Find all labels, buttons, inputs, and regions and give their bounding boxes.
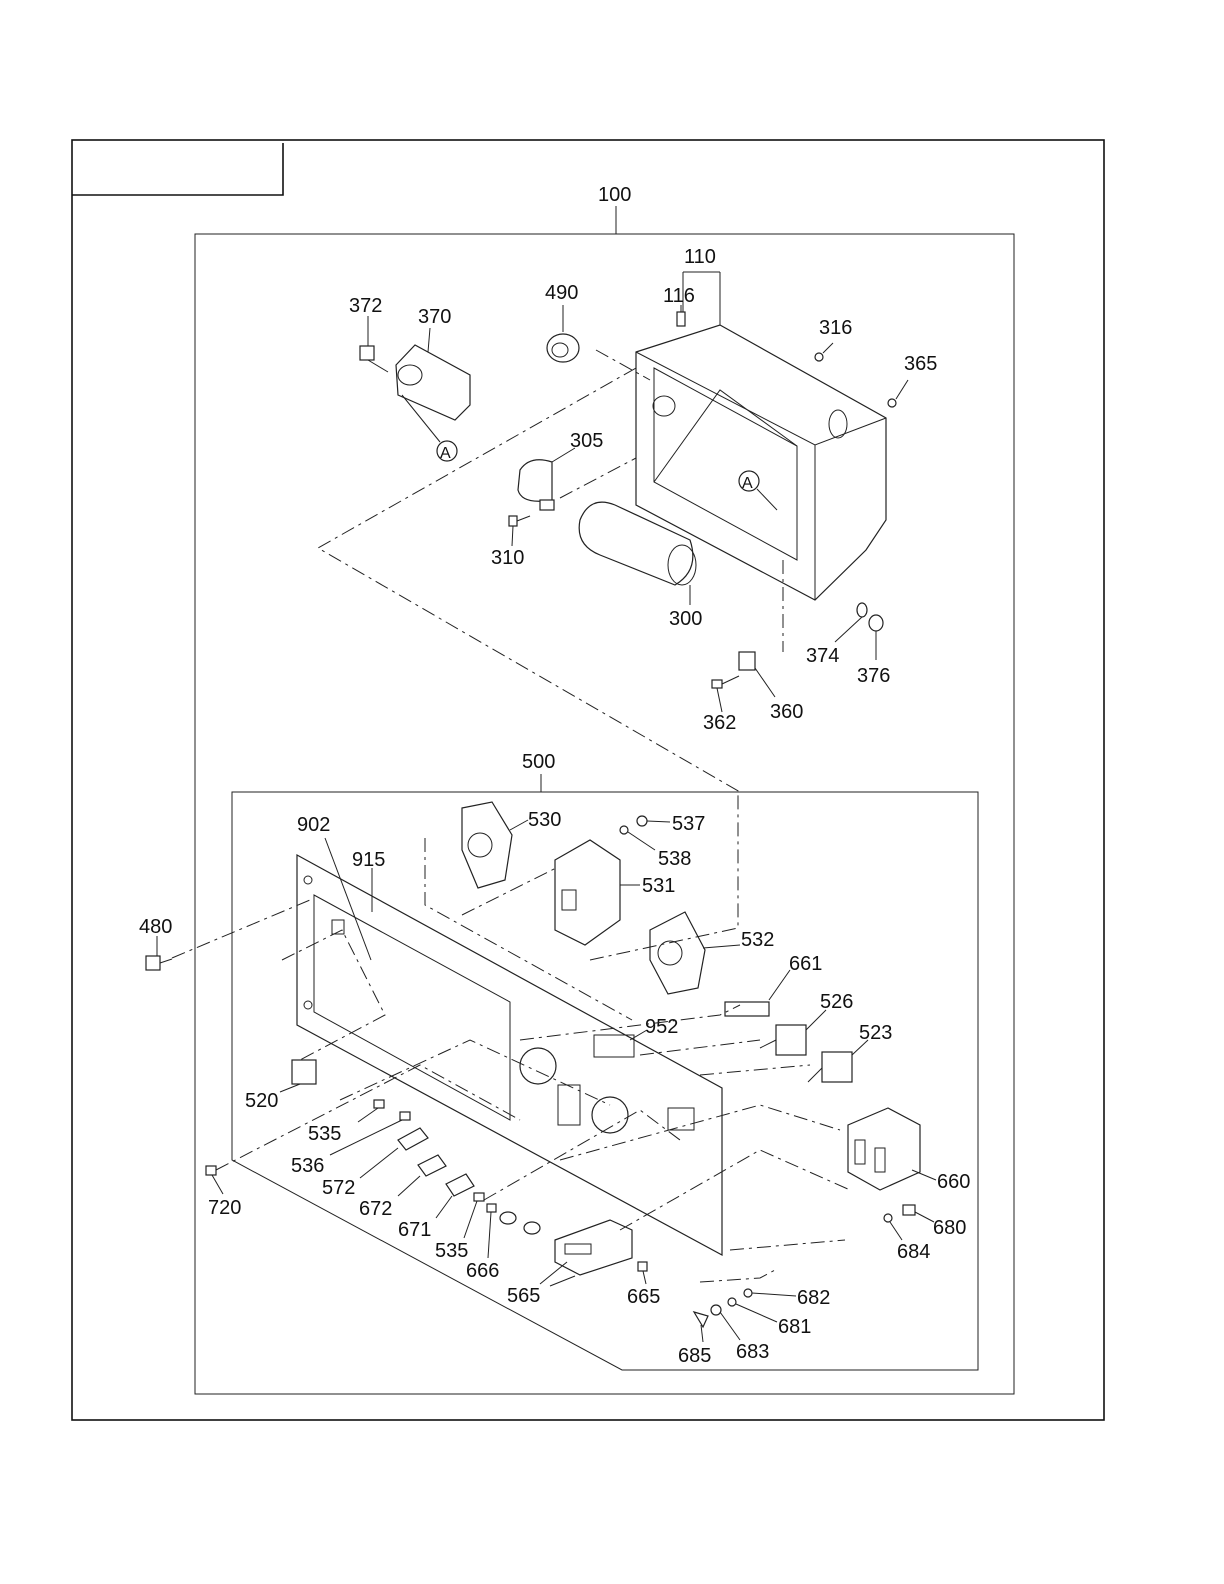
label-665: 665 (627, 1286, 660, 1308)
label-538: 538 (658, 848, 691, 870)
part-490 (546, 333, 580, 363)
marker-a-box (738, 470, 760, 492)
part-660 (847, 1107, 921, 1191)
label-572: 572 (322, 1177, 355, 1199)
part-683 (710, 1304, 722, 1316)
label-685: 685 (678, 1345, 711, 1367)
part-310 (508, 515, 531, 527)
label-374: 374 (806, 645, 839, 667)
part-665 (637, 1261, 648, 1272)
control-box (635, 324, 887, 601)
label-661: 661 (789, 953, 822, 975)
label-100: 100 (598, 184, 631, 206)
assembly-leader-lower (171, 792, 851, 1283)
label-666: 666 (466, 1260, 499, 1282)
part-684 (883, 1213, 893, 1223)
part-532 (649, 911, 706, 995)
assembly-leader-upper (316, 349, 784, 793)
part-316 (814, 352, 824, 362)
part-376 (868, 614, 884, 632)
label-532: 532 (741, 929, 774, 951)
part-720 (205, 1165, 217, 1176)
part-372 (359, 345, 389, 373)
label-300: 300 (669, 608, 702, 630)
part-370 (395, 344, 471, 421)
part-360 (738, 651, 756, 671)
part-480 (145, 955, 173, 971)
label-362: 362 (703, 712, 736, 734)
part-535-b (473, 1192, 485, 1202)
part-362 (711, 679, 723, 689)
part-374 (856, 602, 868, 618)
label-523: 523 (859, 1022, 892, 1044)
part-536 (399, 1111, 411, 1121)
label-526: 526 (820, 991, 853, 1013)
part-671 (445, 1173, 475, 1197)
label-671: 671 (398, 1219, 431, 1241)
label-535-a: 535 (308, 1123, 341, 1145)
label-683: 683 (736, 1341, 769, 1363)
part-565 (554, 1219, 633, 1276)
label-680: 680 (933, 1217, 966, 1239)
label-660: 660 (937, 1171, 970, 1193)
part-661 (724, 1001, 770, 1017)
label-520: 520 (245, 1090, 278, 1112)
label-536: 536 (291, 1155, 324, 1177)
part-685 (692, 1311, 709, 1329)
label-684: 684 (897, 1241, 930, 1263)
label-681: 681 (778, 1316, 811, 1338)
label-915: 915 (352, 849, 385, 871)
part-116 (676, 305, 686, 327)
label-500: 500 (522, 751, 555, 773)
part-680 (902, 1204, 916, 1216)
part-530 (461, 801, 513, 889)
label-535-b: 535 (435, 1240, 468, 1262)
label-530: 530 (528, 809, 561, 831)
label-531: 531 (642, 875, 675, 897)
assembly-500-frame (231, 791, 979, 1371)
part-535-a (373, 1099, 385, 1109)
label-952: 952 (645, 1016, 678, 1038)
marker-a-top (436, 440, 458, 462)
label-537: 537 (672, 813, 705, 835)
label-565: 565 (507, 1285, 540, 1307)
part-300 (578, 501, 697, 586)
label-720: 720 (208, 1197, 241, 1219)
label-490: 490 (545, 282, 578, 304)
label-116: 116 (663, 285, 695, 307)
part-537 (636, 815, 648, 827)
control-panel-plate (296, 853, 723, 1257)
part-682 (743, 1288, 753, 1298)
part-681 (727, 1297, 737, 1307)
label-360: 360 (770, 701, 803, 723)
part-538 (619, 825, 629, 835)
marker-a-top-label: A (440, 445, 451, 462)
label-376: 376 (857, 665, 890, 687)
label-682: 682 (797, 1287, 830, 1309)
part-365 (887, 398, 897, 408)
label-370: 370 (418, 306, 451, 328)
part-523 (807, 1051, 853, 1083)
label-305: 305 (570, 430, 603, 452)
part-520 (291, 1059, 317, 1085)
label-902: 902 (297, 814, 330, 836)
part-305 (517, 459, 555, 511)
outer-frame (71, 139, 1105, 1421)
part-666 (486, 1203, 497, 1213)
label-672: 672 (359, 1198, 392, 1220)
label-310: 310 (491, 547, 524, 569)
part-531 (554, 839, 621, 946)
label-480: 480 (139, 916, 172, 938)
label-110: 110 (684, 246, 716, 268)
marker-a-box-label: A (742, 475, 753, 492)
header-box (72, 143, 284, 196)
label-365: 365 (904, 353, 937, 375)
label-316: 316 (819, 317, 852, 339)
label-372: 372 (349, 295, 382, 317)
part-672 (417, 1154, 447, 1177)
part-572 (397, 1127, 429, 1151)
part-526 (759, 1024, 807, 1056)
assembly-100-frame (194, 233, 1015, 1395)
